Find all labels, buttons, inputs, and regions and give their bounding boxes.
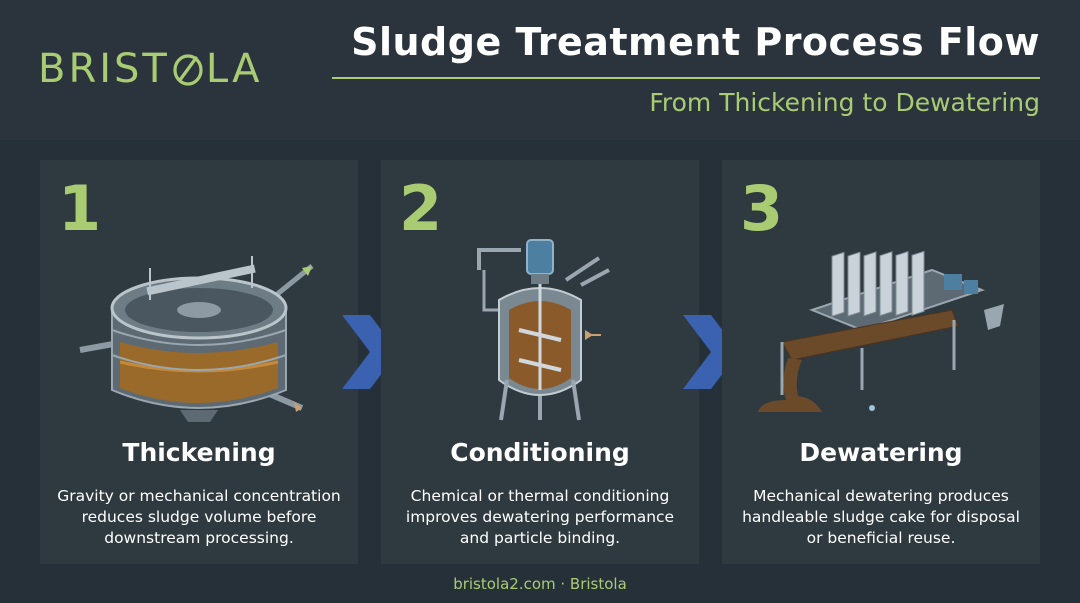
step-title: Thickening bbox=[122, 438, 276, 467]
step-number: 1 bbox=[58, 172, 102, 245]
step-card-thickening: 1 Thickening Gravity or mechanical conce… bbox=[40, 160, 358, 564]
brand-logo: BRIST LA bbox=[38, 46, 262, 92]
step-description: Gravity or mechanical concentration redu… bbox=[57, 487, 341, 547]
step-card-conditioning: 2 Conditioning Chemical or thermal condi… bbox=[381, 160, 699, 564]
step-description: Chemical or thermal conditioning improve… bbox=[405, 487, 675, 547]
thickener-tank-icon bbox=[79, 256, 314, 422]
conditioning-reactor-icon bbox=[477, 239, 610, 421]
page-subtitle: From Thickening to Dewatering bbox=[649, 88, 1040, 117]
footer-credit: bristola2.com · Bristola bbox=[453, 575, 627, 593]
step-description: Mechanical dewatering produces handleabl… bbox=[742, 487, 1020, 547]
title-divider bbox=[332, 77, 1040, 79]
logo-text-right: LA bbox=[205, 46, 263, 92]
page-title: Sludge Treatment Process Flow bbox=[351, 20, 1040, 64]
header-band: BRIST LA Sludge Treatment Process Flow F… bbox=[0, 0, 1080, 140]
step-number: 3 bbox=[740, 172, 784, 245]
step-card-dewatering: 3 Dewatering Mechanical dewatering produ… bbox=[722, 160, 1040, 564]
step-title: Dewatering bbox=[799, 438, 963, 467]
step-number: 2 bbox=[399, 172, 443, 245]
filter-press-icon bbox=[758, 250, 1004, 412]
logo-o-icon bbox=[171, 49, 205, 89]
step-title: Conditioning bbox=[450, 438, 630, 467]
logo-text-left: BRIST bbox=[38, 46, 170, 92]
